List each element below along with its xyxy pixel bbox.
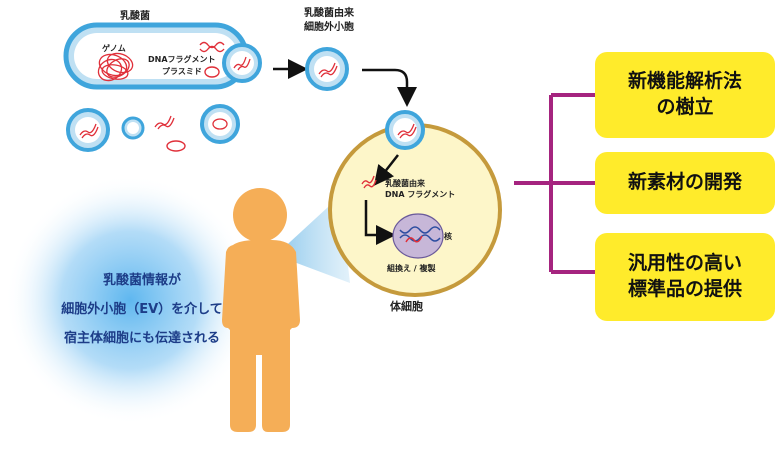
arrow-to-cell [362,68,417,107]
plasmid-label: プラスミド [162,67,202,76]
nucleus-label: 核 [444,232,452,241]
fusing-vesicle [385,110,425,150]
free-plasmid [166,140,186,152]
vesicle-2 [121,116,145,140]
extracellular-vesicle [305,47,349,91]
vesicle-1 [66,108,110,152]
outcome-box-analysis-method: 新機能解析法 の樹立 [595,52,775,138]
outcome-1-line1: 新機能解析法 [627,70,742,93]
cell-dna-label-line2: DNA フラグメント [385,190,456,199]
bracket-connector [514,93,595,274]
genome-label: ゲノム [102,44,126,53]
ev-message-line2: 細胞外小胞（EV）を介して [61,302,223,317]
recombination-label: 組換え / 複製 [387,264,436,273]
outcome-box-standard-product: 汎用性の高い 標準品の提供 [595,233,775,321]
dna-in-bud [233,56,251,71]
vesicle-3 [200,104,240,144]
outcome-box-new-material: 新素材の開発 [595,152,775,214]
outcome-3-line1: 汎用性の高い [627,252,742,275]
dna-fragment-label: DNAフラグメント [148,55,216,64]
arrow-to-nucleus [364,200,396,245]
outcome-2-line1: 新素材の開発 [627,171,742,194]
ev-label: 乳酸菌由来 細胞外小胞 [304,7,354,35]
somatic-cell-label: 体細胞 [390,300,423,313]
ev-label-line2: 細胞外小胞 [304,22,354,33]
arrow-into-cell [373,154,399,186]
ev-message-line3: 宿主体細胞にも伝達される [63,331,220,346]
dna-fragment-in-cell [361,175,377,189]
zoom-beam [262,196,350,283]
free-dna-fragment [154,115,175,130]
genome-tangle [97,52,134,82]
cell-dna-label: 乳酸菌由来 DNA フラグメント [385,178,455,200]
plasmid-ring [204,66,220,78]
dna-fragment-in-bacterium [199,41,225,53]
outcome-3-line2: 標準品の提供 [627,278,742,300]
ev-message: 乳酸菌情報が 細胞外小胞（EV）を介して 宿主体細胞にも伝達される [22,266,262,353]
ev-glow [5,175,255,425]
cell-dna-label-line1: 乳酸菌由来 [385,179,425,188]
lactic-bacterium [63,22,262,90]
lactic-bacterium-label: 乳酸菌 [120,11,150,22]
nucleus [392,213,444,259]
outcome-1-line2: の樹立 [656,96,714,118]
ev-message-line1: 乳酸菌情報が [102,273,181,288]
ev-label-line1: 乳酸菌由来 [304,8,354,19]
human-figure-icon [222,188,300,432]
